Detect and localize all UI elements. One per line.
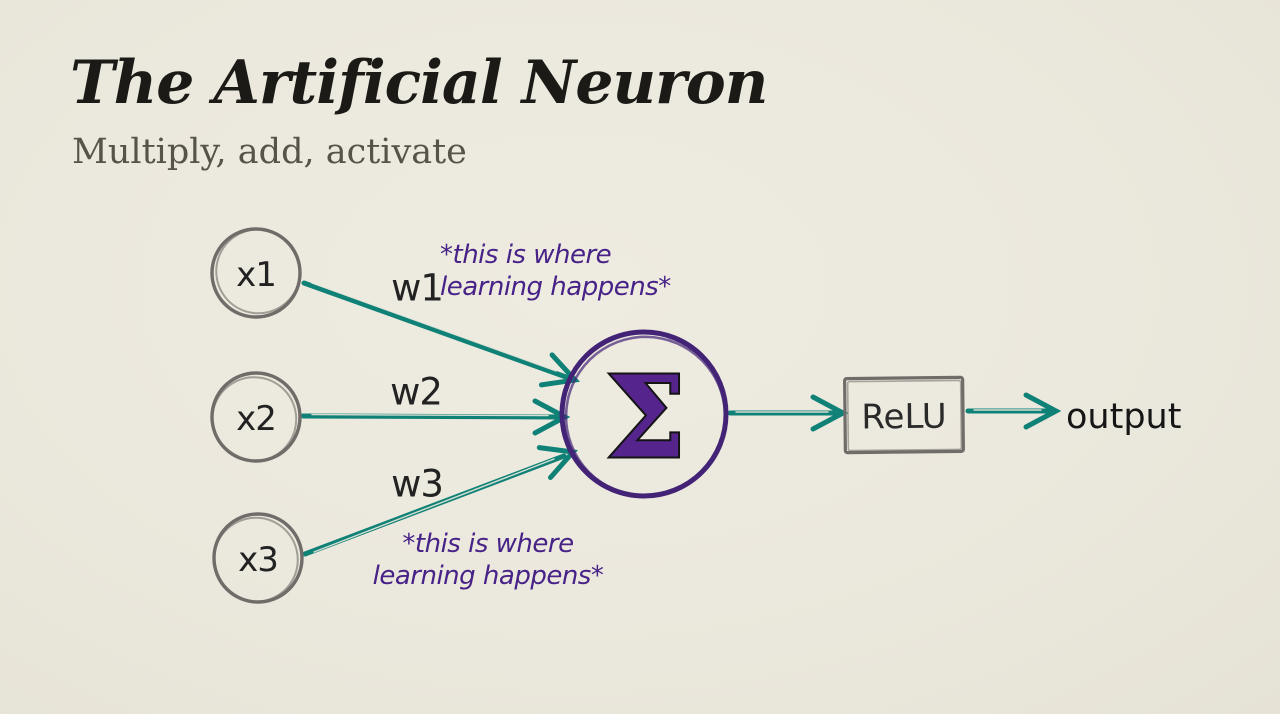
annotation-learning-bottom: *this is where learning happens* — [342, 529, 634, 592]
arrow-relu-to-output — [965, 392, 1062, 430]
page-subtitle: Multiply, add, activate — [72, 132, 467, 172]
output-label: output — [1066, 397, 1181, 437]
annotation-learning-top: *this is where learning happens* — [440, 240, 671, 303]
activation-label: ReLU — [861, 397, 947, 438]
weight-label-w2: w2 — [390, 371, 442, 414]
input-node-x2: x2 — [210, 371, 302, 463]
input-label-x2: x2 — [236, 399, 276, 439]
input-node-x3: x3 — [212, 512, 304, 604]
input-node-x1: x1 — [210, 227, 302, 319]
annotation-line: *this is where — [440, 240, 612, 270]
weight-label-w3: w3 — [391, 463, 443, 506]
sigma-symbol: Σ — [606, 353, 685, 484]
input-label-x1: x1 — [236, 255, 276, 295]
page-title: The Artificial Neuron — [70, 48, 768, 118]
weight-label-w1: w1 — [391, 267, 443, 310]
sum-node: Σ — [559, 329, 729, 499]
arrow-sum-to-relu — [727, 394, 849, 432]
annotation-line: learning happens* — [440, 271, 671, 302]
annotation-line: learning happens* — [372, 560, 604, 591]
activation-box: ReLU — [843, 375, 965, 455]
annotation-line: *this is where — [402, 529, 574, 559]
input-label-x3: x3 — [238, 540, 278, 580]
